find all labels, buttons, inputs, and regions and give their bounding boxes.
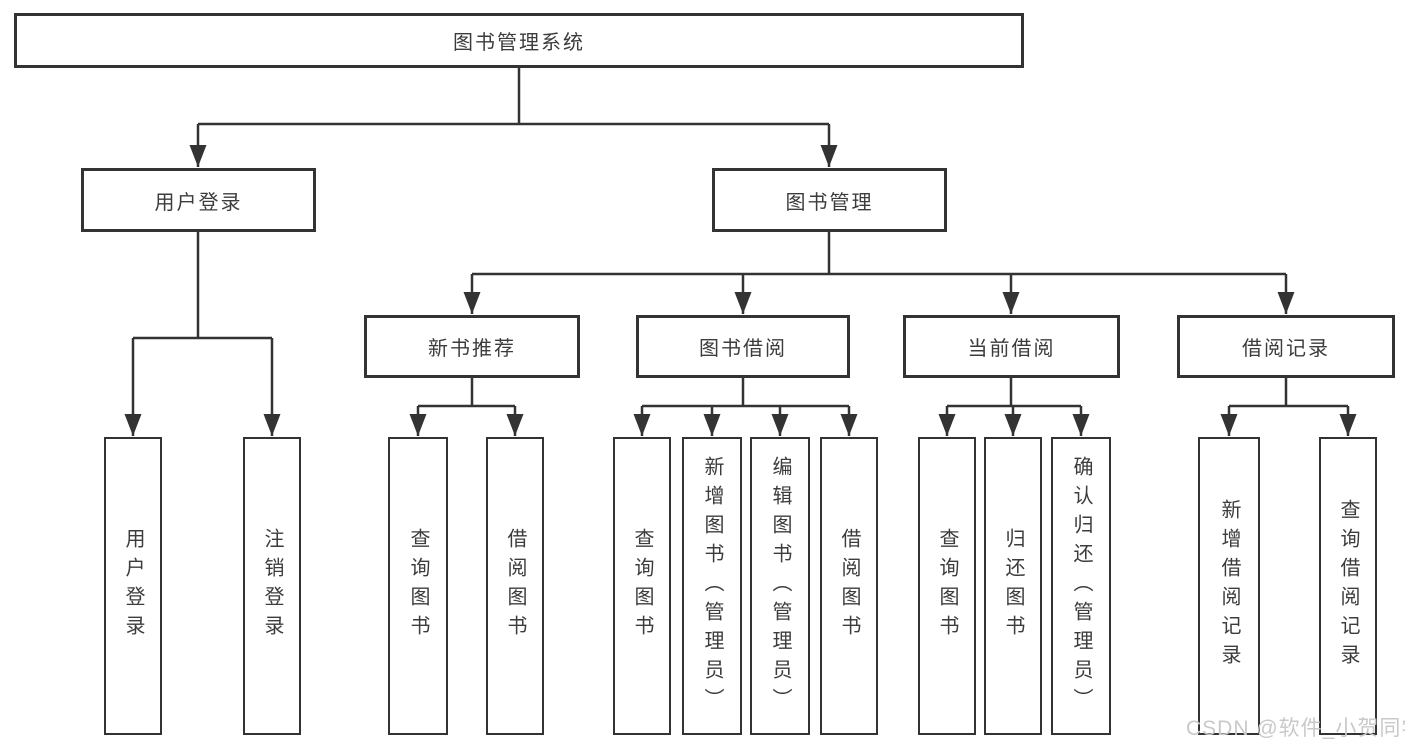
leaf-borrow-add-book: 新增图书（管理员） [682,437,742,735]
leaf-borrow-edit-book: 编辑图书（管理员） [750,437,810,735]
leaf-records-add-record: 新增借阅记录 [1198,437,1260,735]
node-label: 图书管理 [785,191,874,214]
leaf-label: 新增图书（管理员） [701,455,723,717]
leaf-logout: 注销登录 [243,437,301,735]
node-label: 用户登录 [154,191,243,214]
leaf-label: 借阅图书 [504,528,526,644]
node-new-book-recommend: 新书推荐 [364,315,580,378]
leaf-current-query-book: 查询图书 [918,437,976,735]
node-label: 新书推荐 [428,338,516,360]
node-book-borrow: 图书借阅 [636,315,850,378]
leaf-label: 确认归还（管理员） [1070,455,1092,717]
leaf-label: 查询借阅记录 [1337,499,1359,673]
leaf-label: 注销登录 [261,528,283,644]
leaf-current-confirm-return: 确认归还（管理员） [1051,437,1111,735]
leaf-label: 借阅图书 [838,528,860,644]
node-borrow-records: 借阅记录 [1177,315,1395,378]
leaf-user-login: 用户登录 [104,437,162,735]
leaf-borrow-query-book: 查询图书 [613,437,671,735]
leaf-label: 新增借阅记录 [1218,499,1240,673]
leaf-label: 归还图书 [1002,528,1024,644]
csdn-watermark: CSDN @软件_小贺同学 [1186,717,1405,740]
node-root-library-system: 图书管理系统 [14,13,1024,68]
leaf-records-query-record: 查询借阅记录 [1319,437,1377,735]
node-label: 图书管理系统 [453,32,585,54]
leaf-recommend-borrow-book: 借阅图书 [486,437,544,735]
node-user-login: 用户登录 [81,168,316,232]
leaf-label: 编辑图书（管理员） [769,455,791,717]
node-current-borrow: 当前借阅 [903,315,1120,378]
node-label: 图书借阅 [699,338,787,360]
leaf-label: 查询图书 [631,528,653,644]
leaf-label: 查询图书 [407,528,429,644]
node-book-mgmt: 图书管理 [712,168,947,232]
node-label: 借阅记录 [1242,338,1330,360]
leaf-label: 查询图书 [936,528,958,644]
leaf-borrow-borrow-book: 借阅图书 [820,437,878,735]
node-label: 当前借阅 [967,338,1056,360]
leaf-recommend-query-book: 查询图书 [388,437,448,735]
leaf-label: 用户登录 [122,528,144,644]
leaf-current-return-book: 归还图书 [984,437,1042,735]
